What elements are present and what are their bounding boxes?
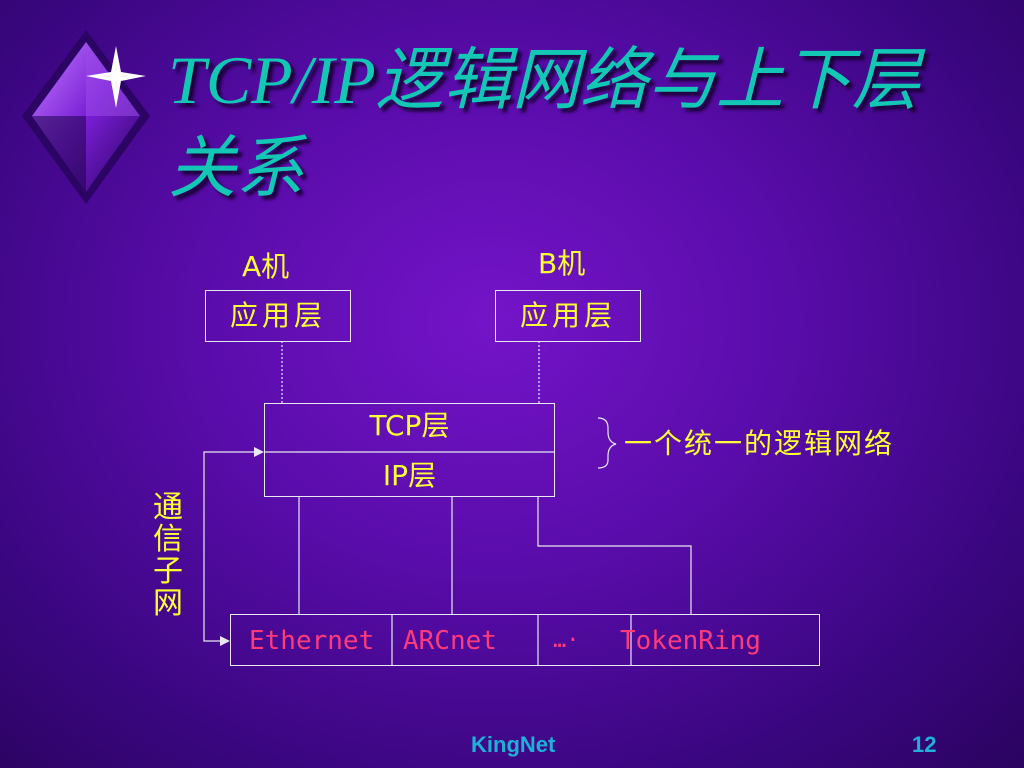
comm-subnet-char: 网 bbox=[153, 586, 183, 621]
network-ellipsis: …· bbox=[553, 628, 580, 653]
diamond-star-logo-icon bbox=[22, 30, 150, 204]
arrow-to-ip-icon bbox=[254, 447, 264, 457]
slide-title: TCP/IP逻辑网络与上下层关系 bbox=[168, 42, 920, 206]
logical-network-note: 一个统一的逻辑网络 bbox=[624, 427, 895, 460]
page-number: 12 bbox=[912, 732, 937, 757]
network-ethernet: Ethernet bbox=[249, 626, 375, 656]
host-a-app-layer-label: 应用层 bbox=[229, 299, 326, 332]
curly-brace-icon bbox=[597, 417, 617, 469]
tcp-ip-box: TCP层 IP层 bbox=[264, 403, 555, 497]
network-arcnet: ARCnet bbox=[403, 626, 497, 656]
host-a-label: A机 bbox=[242, 250, 290, 283]
host-b-label: B机 bbox=[538, 247, 586, 280]
tcp-layer-label: TCP层 bbox=[369, 409, 450, 442]
subnet-bracket bbox=[203, 451, 258, 642]
footer-brand: KingNet bbox=[471, 732, 556, 757]
arrow-to-networks-icon bbox=[220, 636, 230, 646]
network-tokenring: TokenRing bbox=[620, 626, 761, 656]
link-tokenring bbox=[537, 497, 692, 614]
comm-subnet-label: 通 信 子 网 bbox=[148, 492, 188, 620]
comm-subnet-char: 信 bbox=[153, 522, 183, 557]
comm-subnet-char: 通 bbox=[153, 490, 183, 525]
host-a-app-layer-box: 应用层 bbox=[205, 290, 351, 342]
host-b-app-layer-label: 应用层 bbox=[519, 299, 616, 332]
host-b-app-layer-box: 应用层 bbox=[495, 290, 641, 342]
comm-subnet-char: 子 bbox=[153, 554, 183, 589]
networks-box bbox=[230, 614, 820, 666]
ip-layer-label: IP层 bbox=[382, 459, 437, 492]
